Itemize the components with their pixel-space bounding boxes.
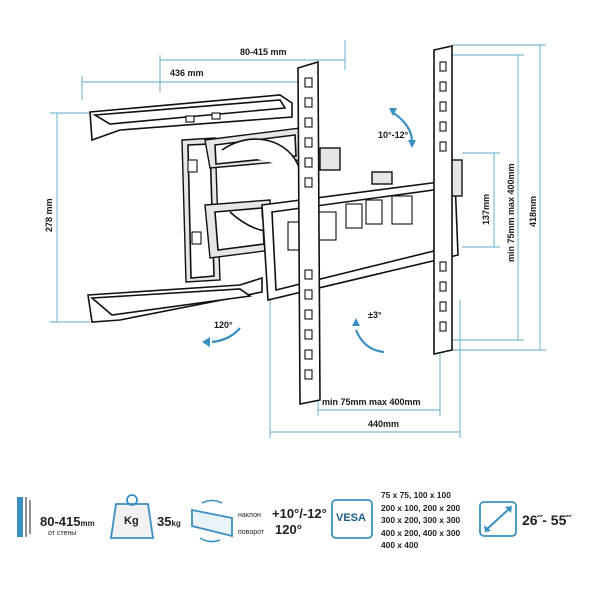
swivel-arrow	[211, 327, 241, 344]
vesa-size-list: 75 x 75, 100 x 100 200 x 100, 200 x 200 …	[381, 489, 460, 552]
plate-height-label: 418mm	[528, 196, 538, 227]
vesa-vertical-range-label: min 75mm max 400mm	[506, 163, 516, 262]
depth-spec: 80-415mm	[40, 513, 95, 531]
depth-value: 80-415	[40, 514, 81, 529]
wall-arm-assembly	[87, 45, 463, 405]
tilt-value: +10°/-12°	[272, 506, 327, 521]
tilt-arrow	[391, 111, 414, 143]
swivel-value: 120°	[275, 522, 302, 537]
depth-unit: mm	[80, 519, 95, 528]
arm-length-label: 436 mm	[170, 68, 204, 78]
vesa-vertical-spacing-label: 137mm	[481, 194, 491, 225]
vesa-size-item: 400 x 200, 400 x 300	[381, 527, 461, 538]
depth-range-label: 80-415 mm	[240, 47, 287, 57]
vesa-size-item: 75 x 75, 100 x 100	[381, 490, 451, 500]
weight-icon-label: Kg	[124, 515, 139, 527]
tilt-swivel-icon	[191, 499, 233, 543]
weight-icon	[109, 494, 155, 539]
motion-arrows	[202, 108, 416, 354]
vesa-icon	[331, 499, 373, 539]
rotation-arrow	[354, 329, 385, 354]
tilt-label: 10°-12°	[378, 130, 409, 140]
vesa-size-item: 400 x 400	[381, 540, 419, 550]
weight-unit: kg	[171, 519, 181, 528]
tilt-text-label: наклон	[238, 512, 261, 519]
vesa-size-item: 300 x 200, 300 x 300	[381, 515, 461, 525]
screen-size-value: 26˝- 55˝	[522, 512, 572, 528]
vesa-badge: VESA	[336, 512, 366, 524]
plate-width-label: 440mm	[368, 419, 399, 429]
vesa-size-item: 200 x 100, 200 x 200	[381, 502, 461, 513]
weight-spec: 35kg	[157, 513, 181, 531]
depth-sub: от стены	[48, 530, 77, 537]
rotation-label: ±3°	[368, 310, 382, 320]
screen-size-icon	[479, 501, 517, 537]
dimension-labels: 80-415 mm 436 mm 278 mm 10°-12° 120° ±3°…	[44, 47, 538, 429]
wall-icon	[17, 497, 31, 537]
rail-holes	[304, 61, 447, 380]
arm-height-label: 278 mm	[44, 198, 54, 232]
vesa-horizontal-range-label: min 75mm max 400mm	[322, 397, 421, 407]
weight-value: 35	[157, 514, 172, 529]
swivel-label: 120°	[214, 320, 233, 330]
swivel-text-label: поворот	[238, 529, 265, 536]
